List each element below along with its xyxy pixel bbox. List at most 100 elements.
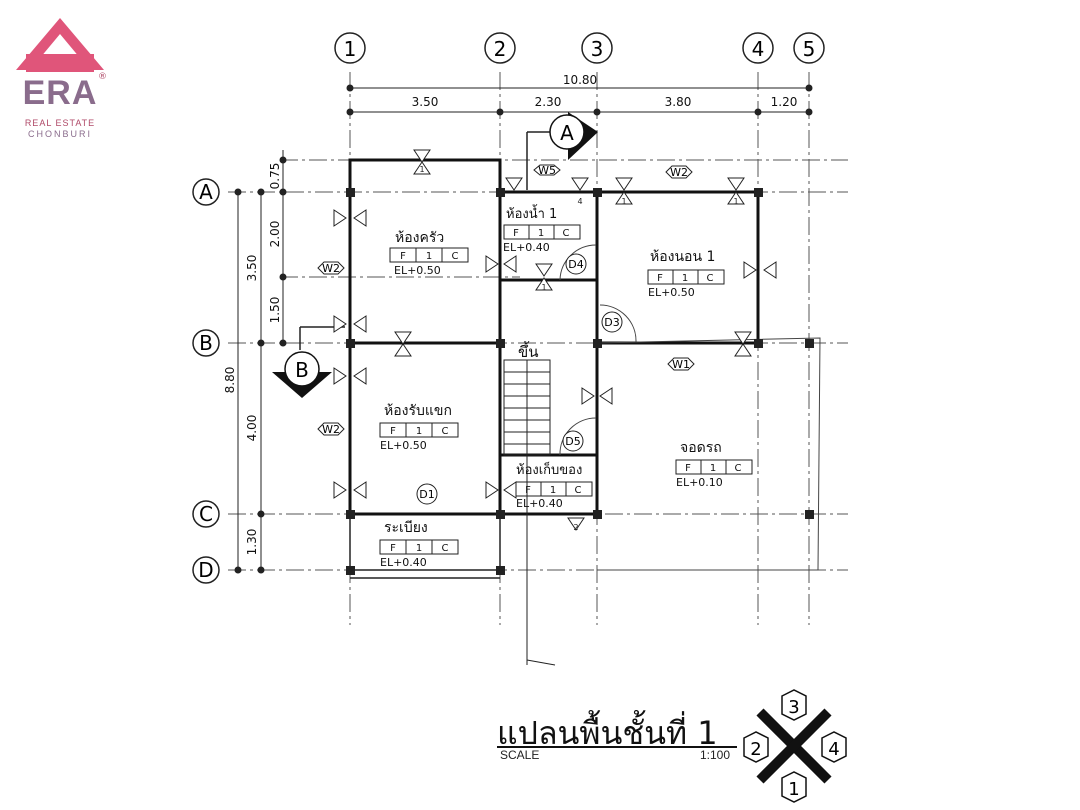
svg-text:1: 1 bbox=[416, 543, 422, 554]
grid-row-d: D bbox=[198, 558, 213, 582]
logo-registered: ® bbox=[98, 72, 107, 82]
column-posts bbox=[346, 188, 814, 575]
svg-text:F: F bbox=[685, 463, 691, 474]
svg-text:1: 1 bbox=[416, 426, 422, 437]
svg-text:C: C bbox=[452, 251, 459, 262]
room-name-kitchen: ห้องครัว bbox=[395, 230, 444, 246]
window-w2-bedroom: W2 bbox=[670, 166, 688, 179]
svg-text:F: F bbox=[400, 251, 406, 262]
grid-col-1: 1 bbox=[344, 37, 357, 61]
door-d5: D5 bbox=[565, 435, 580, 448]
elevation-key-icon: 3 2 4 1 bbox=[743, 689, 847, 803]
title-underline bbox=[497, 746, 737, 748]
key-2: 2 bbox=[750, 739, 761, 760]
key-1: 1 bbox=[788, 779, 799, 800]
grid-row-a: A bbox=[199, 180, 213, 204]
carport-outline bbox=[596, 337, 821, 571]
svg-text:C: C bbox=[575, 485, 582, 496]
window-w1: W1 bbox=[672, 358, 690, 371]
key-3: 3 bbox=[788, 697, 799, 718]
dim-outer-1: 3.50 bbox=[245, 255, 259, 282]
svg-text:F: F bbox=[657, 273, 663, 284]
grid-row-c: C bbox=[199, 502, 213, 526]
door-d4: D4 bbox=[568, 258, 583, 271]
svg-text:1: 1 bbox=[541, 283, 546, 292]
svg-text:F: F bbox=[390, 543, 396, 554]
window-w2-living: W2 bbox=[322, 423, 340, 436]
room-name-living: ห้องรับแขก bbox=[384, 403, 452, 419]
room-el-living: EL+0.50 bbox=[380, 439, 427, 452]
room-el-carport: EL+0.10 bbox=[676, 476, 723, 489]
room-name-storage: ห้องเก็บของ bbox=[516, 460, 582, 478]
dim-outer-2: 4.00 bbox=[245, 415, 259, 442]
left-dimensions bbox=[234, 150, 287, 574]
key-4: 4 bbox=[828, 739, 839, 760]
svg-text:C: C bbox=[442, 426, 449, 437]
svg-text:1: 1 bbox=[419, 165, 424, 174]
dim-span-1: 3.50 bbox=[412, 95, 439, 109]
scale-label: SCALE bbox=[500, 748, 540, 762]
room-labels: ห้องครัว F 1 C EL+0.50 ห้องน้ำ 1 F 1 C E… bbox=[379, 204, 753, 569]
porch-outline bbox=[349, 514, 501, 579]
window-tags: W5 W2 W2 W2 W1 bbox=[317, 164, 695, 436]
dim-total-depth: 8.80 bbox=[223, 367, 237, 394]
room-name-carport: จอดรถ bbox=[680, 440, 722, 456]
section-marker-b: B bbox=[272, 326, 345, 398]
svg-text:1: 1 bbox=[621, 197, 626, 206]
room-name-bathroom: ห้องน้ำ 1 bbox=[506, 204, 557, 222]
left-dimension-labels: 8.80 3.50 4.00 1.30 0.75 2.00 1.50 bbox=[223, 163, 282, 556]
window-w2-kitchen: W2 bbox=[322, 262, 340, 275]
svg-text:1: 1 bbox=[550, 485, 556, 496]
logo-house-roof bbox=[16, 18, 104, 72]
svg-text:C: C bbox=[707, 273, 714, 284]
grid-column-bubbles: 1 2 3 4 5 bbox=[334, 32, 825, 64]
dim-inner-1: 0.75 bbox=[268, 163, 282, 190]
dim-span-4: 1.20 bbox=[771, 95, 798, 109]
svg-text:A: A bbox=[560, 121, 574, 145]
door-d3: D3 bbox=[604, 316, 619, 329]
grid-col-4: 4 bbox=[752, 37, 765, 61]
grid-row-bubbles: A B C D bbox=[192, 178, 220, 584]
svg-text:C: C bbox=[442, 543, 449, 554]
dim-inner-3: 1.50 bbox=[268, 297, 282, 324]
grid-col-5: 5 bbox=[803, 37, 816, 61]
svg-text:F: F bbox=[513, 228, 519, 239]
svg-text:C: C bbox=[563, 228, 570, 239]
door-d1: D1 bbox=[419, 488, 434, 501]
view-tick-marks: 1 4 1 1 1 2 bbox=[333, 149, 777, 532]
logo-brand: ERA bbox=[22, 74, 98, 112]
stair-up-label: ขึ้น bbox=[518, 341, 539, 361]
logo-subtitle-2: CHONBURI bbox=[27, 129, 92, 139]
dim-span-3: 3.80 bbox=[665, 95, 692, 109]
drawing-title: แปลนพื้นชั้นที่ 1 bbox=[497, 714, 718, 752]
door-tags: D4 D3 D5 D1 bbox=[416, 244, 637, 505]
svg-text:1: 1 bbox=[733, 197, 738, 206]
era-logo: ERA ® REAL ESTATE CHONBURI bbox=[12, 14, 108, 140]
dim-span-2: 2.30 bbox=[535, 95, 562, 109]
grid-row-b: B bbox=[199, 331, 213, 355]
room-name-porch: ระเบียง bbox=[384, 520, 428, 536]
svg-text:F: F bbox=[525, 485, 531, 496]
room-el-storage: EL+0.40 bbox=[516, 497, 563, 510]
svg-text:1: 1 bbox=[538, 228, 544, 239]
svg-text:1: 1 bbox=[426, 251, 432, 262]
dim-inner-2: 2.00 bbox=[268, 221, 282, 248]
top-dimension-labels: 10.80 3.50 2.30 3.80 1.20 bbox=[412, 73, 798, 109]
svg-text:1: 1 bbox=[710, 463, 716, 474]
top-dimensions bbox=[346, 84, 813, 116]
svg-text:1: 1 bbox=[682, 273, 688, 284]
svg-text:F: F bbox=[390, 426, 396, 437]
window-w5: W5 bbox=[538, 164, 556, 177]
walls bbox=[348, 158, 760, 516]
svg-text:4: 4 bbox=[577, 197, 582, 206]
room-el-bathroom: EL+0.40 bbox=[503, 241, 550, 254]
stairs bbox=[503, 359, 556, 666]
logo-subtitle-1: REAL ESTATE bbox=[24, 118, 96, 128]
dim-total-width: 10.80 bbox=[563, 73, 597, 87]
section-marker-a: A bbox=[526, 112, 598, 190]
room-el-bedroom: EL+0.50 bbox=[648, 286, 695, 299]
room-el-kitchen: EL+0.50 bbox=[394, 264, 441, 277]
room-name-bedroom: ห้องนอน 1 bbox=[650, 249, 715, 265]
svg-text:C: C bbox=[735, 463, 742, 474]
